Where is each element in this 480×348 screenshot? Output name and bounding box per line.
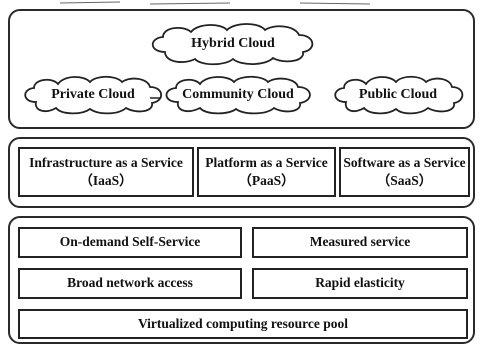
community-cloud-label: Community Cloud — [182, 87, 294, 102]
saas-box: Software as a Service （SaaS） — [339, 147, 470, 197]
paas-box: Platform as a Service （PaaS） — [197, 147, 336, 197]
deployment-model-layer — [8, 9, 475, 129]
broad-network-label: Broad network access — [67, 275, 193, 291]
hybrid-cloud-shape — [151, 23, 314, 66]
saas-name: Software as a Service — [343, 154, 466, 170]
resource-pool-box: Virtualized computing resource pool — [18, 309, 468, 339]
private-cloud-shape — [24, 75, 163, 115]
measured-label: Measured service — [309, 234, 411, 250]
community-cloud: Community Cloud — [158, 74, 318, 116]
rapid-elasticity-label: Rapid elasticity — [315, 275, 405, 291]
on-demand-label: On-demand Self-Service — [59, 234, 201, 250]
iaas-box: Infrastructure as a Service （IaaS） — [18, 147, 194, 197]
resource-pool-label: Virtualized computing resource pool — [137, 315, 349, 331]
public-cloud: Public Cloud — [328, 74, 468, 116]
on-demand-self-service-box: On-demand Self-Service — [18, 227, 242, 258]
iaas-abbr: （IaaS） — [79, 173, 133, 188]
broad-network-access-box: Broad network access — [18, 268, 242, 299]
public-cloud-label: Public Cloud — [358, 87, 438, 102]
private-cloud-label: Private Cloud — [51, 87, 135, 102]
community-cloud-shape — [165, 75, 311, 115]
paas-abbr: （PaaS） — [238, 173, 295, 188]
paas-name: Platform as a Service — [205, 154, 328, 170]
measured-service-box: Measured service — [252, 227, 468, 258]
hybrid-cloud: Hybrid Cloud — [143, 22, 323, 66]
characteristics-layer — [8, 216, 475, 344]
scan-artifact — [59, 1, 371, 5]
public-cloud-shape — [334, 75, 464, 115]
hybrid-cloud-label: Hybrid Cloud — [191, 36, 275, 51]
service-model-layer — [8, 137, 475, 208]
iaas-name: Infrastructure as a Service — [29, 154, 183, 170]
saas-abbr: （SaaS） — [376, 173, 433, 188]
rapid-elasticity-box: Rapid elasticity — [252, 268, 468, 299]
private-cloud: Private Cloud — [18, 74, 168, 116]
